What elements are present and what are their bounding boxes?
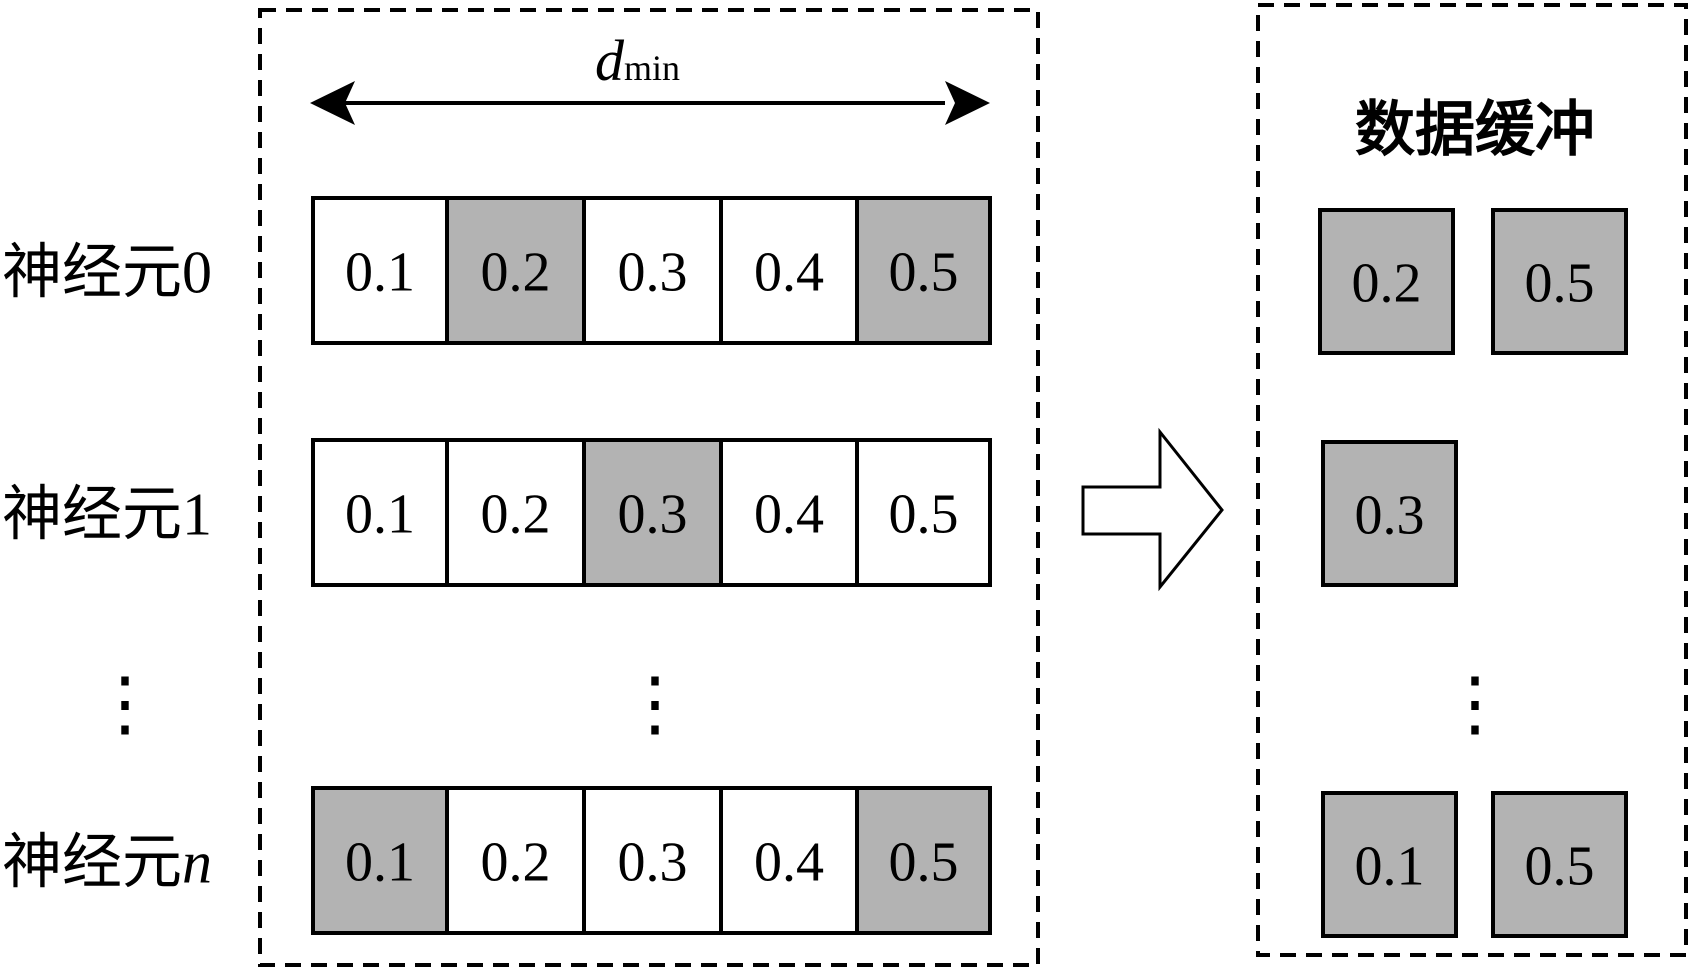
- neuron-group-frame: [258, 8, 1040, 967]
- neuron-label-ellipsis: ⋮: [89, 664, 161, 744]
- neuron-cell: [855, 438, 992, 587]
- neuron-label: 神经元1: [2, 480, 212, 550]
- neuron-cell: [311, 438, 449, 587]
- dmin-base: d: [595, 28, 625, 93]
- neuron-index: 0: [182, 240, 212, 306]
- neuron-cell-value: 0.2: [481, 484, 551, 546]
- buffer-cell-value: 0.5: [1525, 253, 1595, 315]
- neuron-cell-value: 0.5: [889, 484, 959, 546]
- neuron-cell-highlighted: [445, 196, 586, 345]
- neuron-row: 神经元1 0.1 0.2 0.3 0.4 0.5: [2, 438, 992, 587]
- neuron-cell-highlighted: [855, 196, 992, 345]
- neuron-label: 神经元n: [2, 828, 212, 898]
- buffer-cell-value: 0.2: [1352, 253, 1422, 315]
- neuron-cell-value: 0.5: [889, 242, 959, 304]
- buffer-cell: [1491, 208, 1628, 355]
- neuron-cell-value: 0.2: [481, 832, 551, 894]
- neuron-cell: [311, 196, 449, 345]
- neuron-cell-value: 0.1: [345, 832, 415, 894]
- buffer-cell-value: 0.3: [1355, 485, 1425, 547]
- neuron-cell: [719, 438, 859, 587]
- buffer-cell-value: 0.1: [1355, 836, 1425, 898]
- buffer-cell-value: 0.5: [1525, 836, 1595, 898]
- neuron-cell-value: 0.4: [754, 484, 824, 546]
- neuron-cell-value: 0.1: [345, 242, 415, 304]
- neuron-index: 1: [182, 482, 212, 548]
- neuron-cell: [445, 786, 586, 935]
- neuron-label-text: 神经元: [2, 480, 182, 550]
- neuron-label-text: 神经元: [2, 238, 182, 308]
- neuron-cell-value: 0.4: [754, 242, 824, 304]
- dmin-label: dmin: [595, 28, 680, 93]
- neuron-cell-value: 0.1: [345, 484, 415, 546]
- dmin-subscript: min: [624, 48, 680, 88]
- buffer-cell: [1318, 208, 1455, 355]
- buffer-ellipsis: ⋮: [1439, 664, 1511, 744]
- transform-arrow: [1081, 427, 1224, 592]
- neuron-cell-value: 0.3: [618, 832, 688, 894]
- neuron-cell: [582, 786, 723, 935]
- buffer-cell: [1491, 791, 1628, 938]
- neuron-cell-highlighted: [582, 438, 723, 587]
- neuron-cell-value: 0.3: [618, 484, 688, 546]
- neuron-cell-value: 0.3: [618, 242, 688, 304]
- buffer-cell: [1321, 440, 1458, 587]
- buffer-cells: 0.2 0.5 0.3 0.1 0.5: [1318, 208, 1628, 938]
- neuron-cell-value: 0.2: [481, 242, 551, 304]
- buffer-frame: [1256, 3, 1688, 957]
- neuron-label: 神经元0: [2, 238, 212, 308]
- neuron-index: n: [182, 830, 212, 896]
- buffer-title: 数据缓冲: [1355, 95, 1595, 165]
- neuron-cell-highlighted: [311, 786, 449, 935]
- neuron-label-text: 神经元: [2, 828, 182, 898]
- neuron-cell: [445, 438, 586, 587]
- dmin-arrow: [310, 81, 990, 125]
- neuron-cells-ellipsis: ⋮: [619, 664, 691, 744]
- neuron-cell-value: 0.4: [754, 832, 824, 894]
- neuron-row: 神经元0 0.1 0.2 0.3 0.4 0.5: [2, 196, 992, 345]
- neuron-cell-value: 0.5: [889, 832, 959, 894]
- buffer-cell: [1321, 791, 1458, 938]
- neuron-row: 神经元n 0.1 0.2 0.3 0.4 0.5: [2, 786, 992, 935]
- neuron-cell: [719, 196, 859, 345]
- neuron-cell-highlighted: [855, 786, 992, 935]
